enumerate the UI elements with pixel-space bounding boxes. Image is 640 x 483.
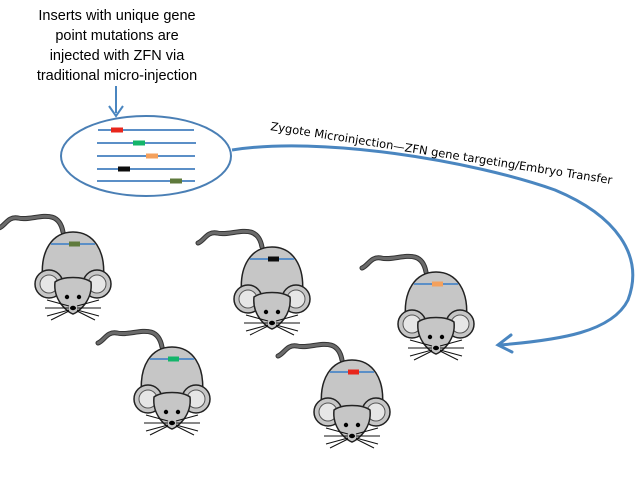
arc-label: Zygote Microinjection—ZFN gene targeting… bbox=[270, 119, 614, 187]
mouse-nose bbox=[349, 433, 355, 439]
gene-insert-green bbox=[133, 140, 145, 146]
mouse-green bbox=[95, 328, 211, 436]
mouse-olive bbox=[0, 213, 112, 321]
mouse-gene-insert bbox=[432, 281, 443, 287]
intro-line: Inserts with unique gene bbox=[38, 8, 196, 24]
mouse-nose bbox=[70, 305, 76, 311]
transfer-arrow bbox=[231, 144, 635, 347]
mouse-eye bbox=[439, 334, 445, 340]
mouse-eye bbox=[263, 309, 269, 315]
mouse-whiskers bbox=[144, 414, 200, 436]
insert-ellipse bbox=[60, 115, 232, 197]
mouse-red bbox=[275, 341, 391, 449]
gene-insert-orange bbox=[146, 153, 158, 159]
intro-line: injected with ZFN via bbox=[49, 48, 185, 64]
mouse-eye bbox=[175, 409, 181, 415]
mouse-eye bbox=[64, 294, 70, 300]
down-arrow bbox=[108, 86, 124, 118]
transfer-arrowhead bbox=[495, 333, 514, 354]
mouse-nose bbox=[433, 345, 439, 351]
mouse-eye bbox=[427, 334, 433, 340]
mouse-whiskers bbox=[324, 427, 380, 449]
mouse-eye bbox=[343, 422, 349, 428]
gene-insert-red bbox=[111, 127, 123, 133]
gene-insert-olive bbox=[170, 178, 182, 184]
mouse-eye bbox=[163, 409, 169, 415]
gene-insert-black bbox=[118, 166, 130, 172]
mice-group bbox=[0, 213, 475, 449]
mouse-gene-insert bbox=[348, 369, 359, 375]
mouse-black bbox=[195, 228, 311, 336]
intro-line: point mutations are bbox=[55, 28, 179, 44]
mouse-whiskers bbox=[45, 299, 101, 321]
mouse-gene-insert bbox=[268, 256, 279, 262]
mouse-nose bbox=[269, 320, 275, 326]
mouse-orange bbox=[359, 253, 475, 361]
mouse-eye bbox=[355, 422, 361, 428]
mouse-nose bbox=[169, 420, 175, 426]
mouse-whiskers bbox=[244, 314, 300, 336]
intro-text: Inserts with unique gene point mutations… bbox=[6, 6, 228, 86]
mouse-gene-insert bbox=[168, 356, 179, 362]
mouse-gene-insert bbox=[69, 241, 80, 247]
mouse-eye bbox=[275, 309, 281, 315]
mouse-eye bbox=[76, 294, 82, 300]
intro-line: traditional micro-injection bbox=[36, 68, 198, 84]
mouse-whiskers bbox=[408, 339, 464, 361]
